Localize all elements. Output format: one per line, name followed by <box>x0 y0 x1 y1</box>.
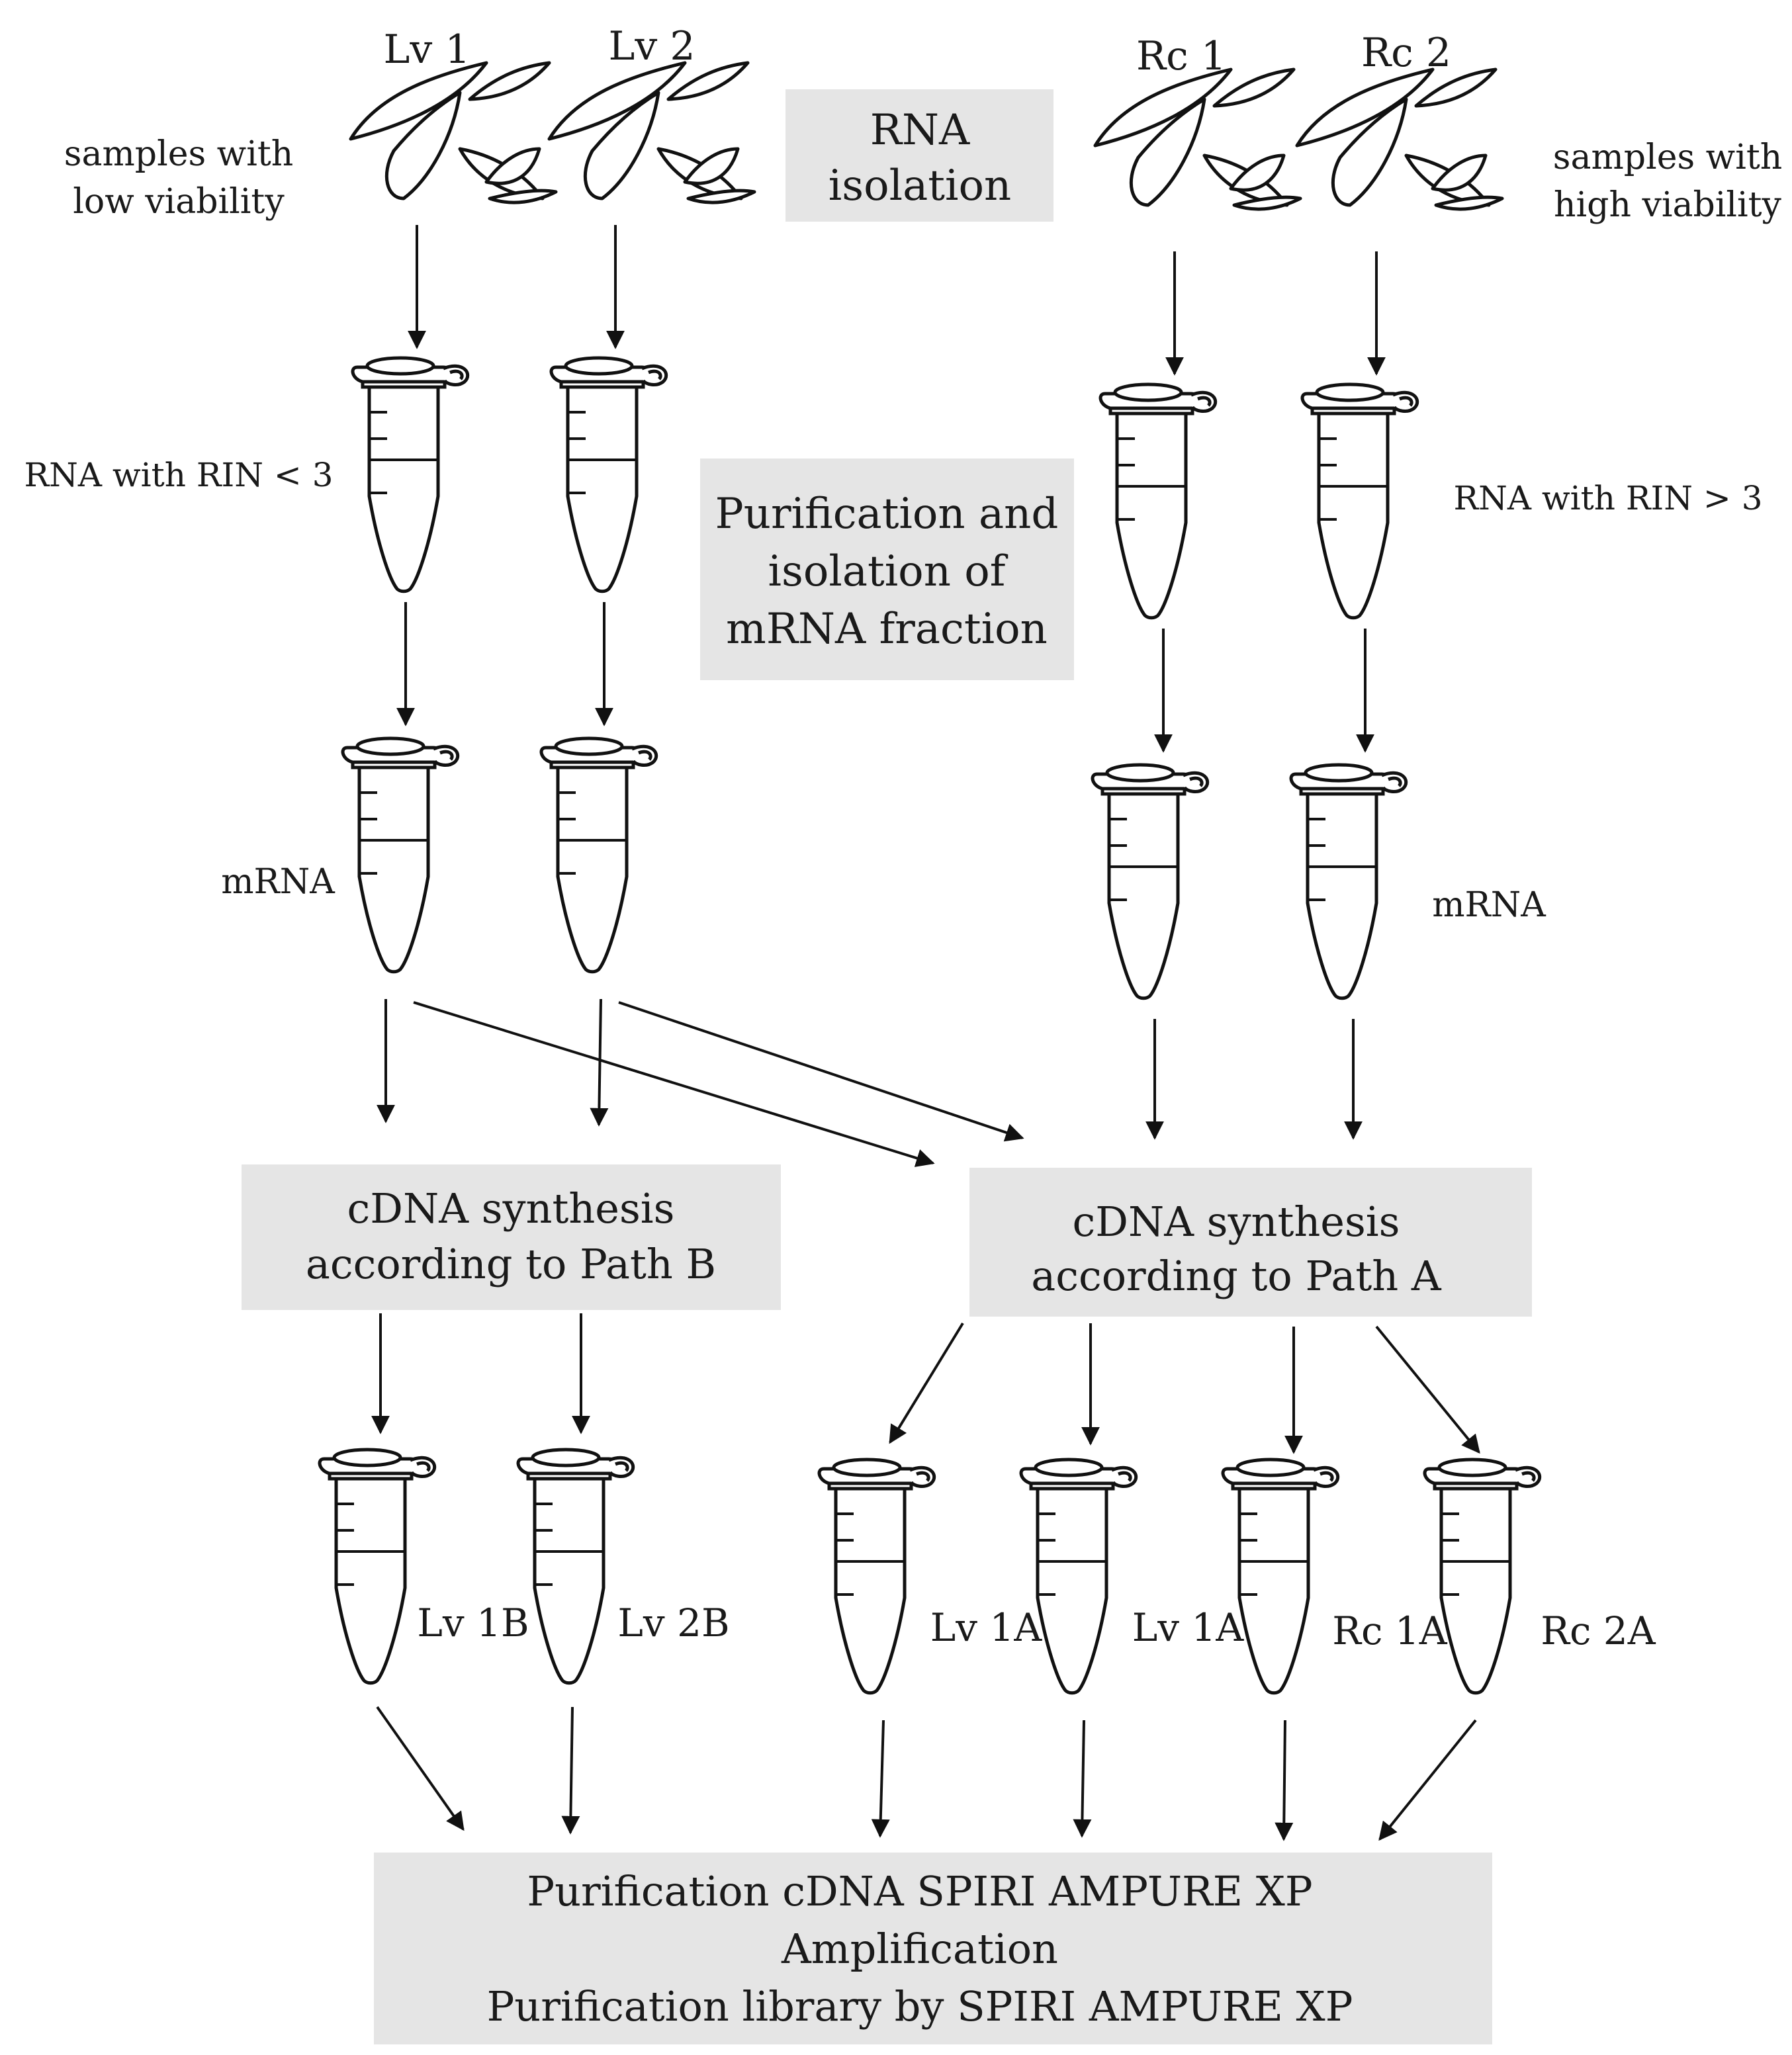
sample-name-rc2: Rc 2 <box>1361 30 1451 76</box>
arrow-icon <box>590 998 609 1127</box>
arrow-icon <box>1073 1720 1092 1838</box>
microtube-icon <box>551 358 666 591</box>
purification-line2: isolation of <box>768 547 1008 596</box>
final-step-line2: Amplification <box>781 1925 1058 1973</box>
seed-icon <box>1095 69 1300 209</box>
path-a-line2: according to Path A <box>1031 1252 1442 1300</box>
microtube-icon <box>518 1450 633 1683</box>
product-label-rc1a: Rc 1A <box>1332 1608 1447 1653</box>
seed-icon <box>1297 69 1502 209</box>
arrow-icon <box>376 1706 465 1831</box>
high-viability-label-line1: samples with <box>1553 138 1782 177</box>
path-a-line1: cDNA synthesis <box>1073 1198 1400 1246</box>
seed-icon <box>549 63 754 202</box>
sample-name-lv1: Lv 1 <box>384 26 470 73</box>
microtube-icon <box>1100 384 1216 618</box>
arrow-icon <box>618 1001 1024 1142</box>
product-label-lv1b: Lv 1B <box>417 1600 529 1645</box>
low-viability-label-line2: low viability <box>73 182 285 222</box>
microtube-icon <box>1425 1460 1540 1693</box>
path-b-line2: according to Path B <box>306 1240 716 1288</box>
rna-isolation-line2: isolation <box>829 161 1011 210</box>
rna-isolation-box <box>785 89 1053 222</box>
rna-isolation-line1: RNA <box>870 106 970 155</box>
arrow-icon <box>889 1322 964 1444</box>
arrow-icon <box>1275 1720 1294 1841</box>
final-step-line1: Purification cDNA SPIRI AMPURE XP <box>527 1867 1312 1915</box>
mrna-label-left: mRNA <box>221 862 336 902</box>
microtube-icon <box>1021 1460 1136 1693</box>
purification-line3: mRNA fraction <box>726 605 1048 654</box>
mrna-label-right: mRNA <box>1432 885 1546 925</box>
microtube-icon <box>1223 1460 1338 1693</box>
arrow-icon <box>1378 1719 1477 1841</box>
low-viability-label-line1: samples with <box>64 134 293 174</box>
purification-line1: Purification and <box>715 490 1059 539</box>
sample-name-rc1: Rc 1 <box>1136 33 1226 79</box>
high-viability-label-line2: high viability <box>1554 185 1782 225</box>
seed-icon <box>351 63 556 202</box>
path-b-line1: cDNA synthesis <box>347 1184 675 1233</box>
microtube-icon <box>1302 384 1417 618</box>
arrow-icon <box>413 1001 935 1167</box>
path-b-box <box>242 1164 781 1310</box>
sample-name-lv2: Lv 2 <box>609 23 695 69</box>
path-a-box <box>969 1168 1532 1317</box>
final-steps-box <box>374 1853 1492 2044</box>
arrow-icon <box>561 1706 580 1835</box>
microtube-icon <box>353 358 468 591</box>
arrow-icon <box>871 1720 890 1838</box>
microtube-icon <box>541 738 656 972</box>
microtube-icon <box>320 1450 435 1683</box>
product-label-lv2b: Lv 2B <box>617 1600 729 1645</box>
arrow-icon <box>1375 1325 1480 1454</box>
product-label-lv1a-first: Lv 1A <box>930 1605 1043 1650</box>
rin-high-label: RNA with RIN > 3 <box>1453 479 1762 517</box>
rin-low-label: RNA with RIN < 3 <box>24 456 333 494</box>
microtube-icon <box>819 1460 934 1693</box>
purification-box <box>700 459 1074 680</box>
product-label-rc2a: Rc 2A <box>1541 1608 1656 1653</box>
final-step-line3: Purification library by SPIRI AMPURE XP <box>487 1982 1353 2031</box>
product-label-lv1a-second: Lv 1A <box>1132 1605 1245 1650</box>
microtube-icon <box>1291 765 1406 998</box>
microtube-icon <box>1093 765 1208 998</box>
microtube-icon <box>343 738 458 972</box>
